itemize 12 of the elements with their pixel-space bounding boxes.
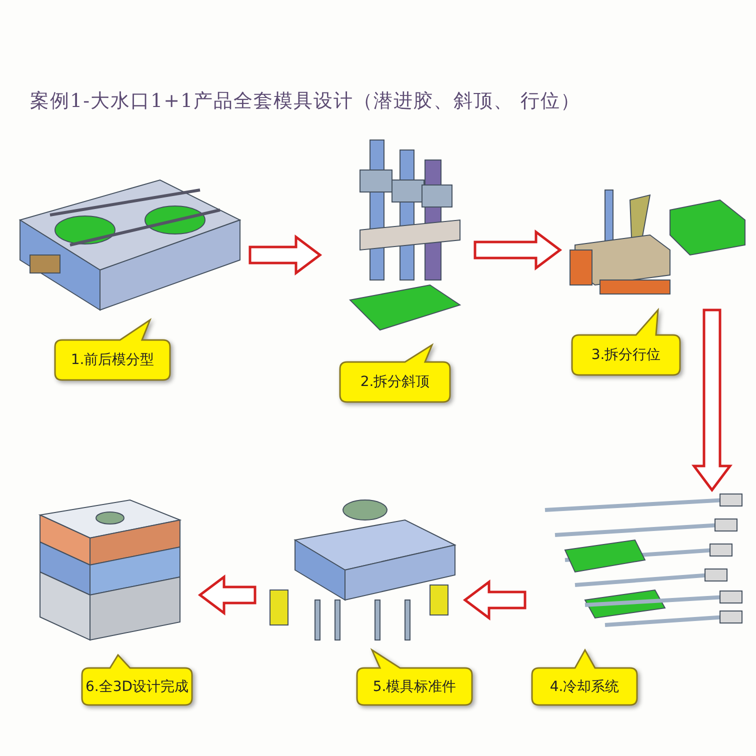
callout-bubble: 5.模具标准件 [357, 650, 472, 705]
callout-bubble: 4.冷却系统 [532, 650, 637, 705]
hollow-arrow [474, 230, 562, 270]
callout-bubble: 1.前后模分型 [55, 320, 170, 380]
hollow-arrow [462, 580, 526, 620]
hollow-arrow [198, 574, 256, 616]
hollow-arrow [692, 308, 732, 492]
diagram-title: 案例1-大水口1+1产品全套模具设计（潜进胶、斜顶、 行位） [30, 89, 581, 114]
hollow-arrow [248, 234, 322, 276]
callout-bubble: 6.全3D设计完成 [82, 655, 192, 705]
callout-bubble: 2.拆分斜顶 [340, 345, 450, 402]
callout-bubble: 3.拆分行位 [572, 310, 680, 375]
